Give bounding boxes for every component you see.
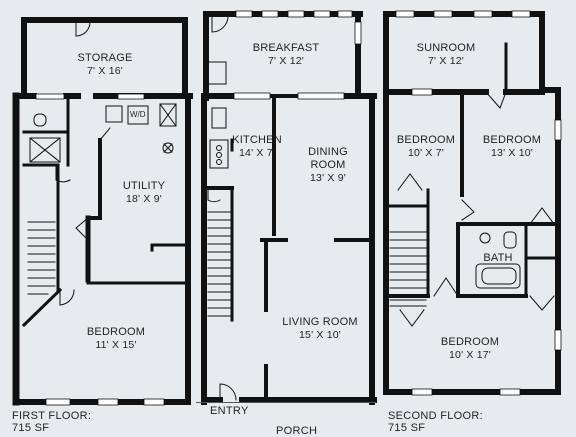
bath-name: BATH <box>483 252 513 264</box>
sunroom-label: SUNROOM 7' X 12' <box>406 42 486 68</box>
breakfast-dimensions: 7' X 12' <box>268 55 304 67</box>
windows <box>35 10 562 406</box>
first-floor-fixtures <box>29 103 177 163</box>
living-room-name: LIVING ROOM <box>282 316 358 328</box>
dining-dimensions: 13' X 9' <box>310 172 346 184</box>
main-floor-fixtures <box>207 61 229 169</box>
second-floor-caption-title: SECOND FLOOR: <box>388 410 483 422</box>
first-floor-area: 715 SF <box>12 422 50 434</box>
kitchen-dimensions: 14' X 7' <box>239 147 275 159</box>
bath-label: BATH <box>476 252 520 265</box>
dining-room-label: DINING ROOM 13' X 9' <box>292 146 364 185</box>
bedroom-left-name: BEDROOM <box>396 134 456 146</box>
main-floor-walls <box>201 11 377 405</box>
second-floor-doors <box>397 91 555 327</box>
entry-label: ENTRY <box>210 405 249 417</box>
first-floor-bedroom-label: BEDROOM 11' X 15' <box>70 326 162 352</box>
second-floor-bedroom-right-label: BEDROOM 13' X 10' <box>470 134 554 160</box>
storage-name: STORAGE <box>77 52 133 64</box>
bedroom-main-name: BEDROOM <box>440 336 500 348</box>
second-floor-caption: SECOND FLOOR: 715 SF <box>388 410 483 434</box>
dining-name-line1: DINING <box>308 146 348 158</box>
bedroom-left-dimensions: 10' X 7' <box>408 147 444 159</box>
bath-fixtures <box>475 231 521 289</box>
utility-room-label: UTILITY 18' X 9' <box>100 180 188 206</box>
living-room-label: LIVING ROOM 15' X 10' <box>272 316 368 342</box>
storage-dimensions: 7' X 16' <box>87 65 123 77</box>
bedroom-right-dimensions: 13' X 10' <box>490 147 533 159</box>
dining-name-line2: ROOM <box>310 159 346 171</box>
utility-name: UTILITY <box>122 180 166 192</box>
washer-dryer-label: W/D <box>130 110 146 119</box>
main-floor-doors <box>207 15 237 401</box>
first-floor-doors <box>55 21 111 306</box>
second-floor-bedroom-left-label: BEDROOM 10' X 7' <box>388 134 464 160</box>
first-floor-bedroom-name: BEDROOM <box>86 326 146 338</box>
first-floor-caption-title: FIRST FLOOR: <box>12 410 92 422</box>
second-floor-bedroom-main-label: BEDROOM 10' X 17' <box>426 336 514 362</box>
first-floor-caption: FIRST FLOOR: 715 SF <box>12 410 91 434</box>
kitchen-room-label: KITCHEN 14' X 7' <box>226 134 288 160</box>
second-floor-area: 715 SF <box>388 422 426 434</box>
bedroom-right-name: BEDROOM <box>482 134 542 146</box>
second-floor-stairs <box>389 231 427 307</box>
breakfast-room-label: BREAKFAST 7' X 12' <box>236 42 336 68</box>
utility-dimensions: 18' X 9' <box>126 193 162 205</box>
storage-room-label: STORAGE 7' X 16' <box>60 52 150 78</box>
caption-divider <box>196 402 376 403</box>
living-room-dimensions: 15' X 10' <box>298 329 341 341</box>
first-floor-bedroom-dimensions: 11' X 15' <box>95 339 137 351</box>
kitchen-name: KITCHEN <box>232 134 282 146</box>
bedroom-main-dimensions: 10' X 17' <box>448 349 491 361</box>
porch-label: PORCH <box>276 425 318 437</box>
sunroom-name: SUNROOM <box>416 42 476 54</box>
breakfast-name: BREAKFAST <box>252 42 320 54</box>
first-floor-stairs <box>27 221 56 295</box>
main-floor-stairs <box>207 211 231 317</box>
sunroom-dimensions: 7' X 12' <box>428 55 464 67</box>
